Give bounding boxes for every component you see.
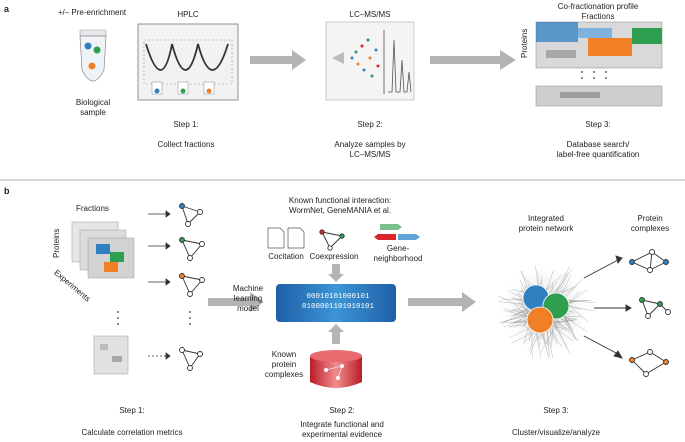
gene-neighborhood-icon (374, 224, 420, 240)
hplc-column-icon (137, 23, 239, 101)
fractions-label-b: Fractions (76, 204, 109, 213)
correlation-arrows (148, 210, 171, 360)
panel-b-arrows (208, 292, 476, 312)
gene-neighborhood-label: Gene- neighborhood (373, 244, 423, 263)
step3-desc-b: Cluster/visualize/analyze (511, 428, 601, 437)
protein-complex-networks (629, 249, 671, 377)
step2-desc-b: Integrate functional and experimental ev… (300, 420, 384, 439)
coexpression-label: Coexpression (309, 252, 359, 261)
sample-tube-icon (79, 29, 107, 82)
ml-model-label: Machine learning model (232, 284, 264, 313)
protein-complexes-label: Protein complexes (630, 214, 670, 233)
step1-desc-b: Calculate correlation metrics (81, 428, 183, 437)
ml-model-box (276, 284, 396, 322)
lcms-spectrum-icon (325, 21, 415, 101)
step3-title-a: Step 3: (585, 120, 611, 129)
integrated-network-hairball (496, 260, 596, 360)
biological-sample-label: Biological sample (75, 98, 111, 117)
cofractionation-heatmap (535, 21, 663, 107)
binary-code-text: 00010101000101 0100001101010101 (301, 293, 375, 311)
integrated-network-label: Integrated protein network (518, 214, 574, 233)
coexpression-icon (319, 229, 345, 251)
ellipsis-dots (117, 311, 191, 325)
evidence-arrows (328, 264, 344, 344)
proteins-axis-label-b: Proteins (52, 228, 61, 258)
known-complexes-database-icon (310, 350, 362, 388)
cocitation-document-icons (267, 227, 305, 249)
panel-a-label: a (4, 4, 10, 14)
step3-desc-a: Database search/ label-free quantificati… (556, 140, 640, 159)
network-edge (547, 274, 562, 297)
known-interaction-title: Known functional interaction: WormNet, G… (288, 196, 392, 215)
step1-desc-a: Collect fractions (157, 140, 215, 149)
step2-title-a: Step 2: (357, 120, 383, 129)
hplc-label: HPLC (177, 10, 199, 19)
proteins-axis-label: Proteins (520, 28, 529, 58)
step2-title-b: Step 2: (329, 406, 355, 415)
step3-title-b: Step 3: (543, 406, 569, 415)
panel-a-arrows (250, 50, 516, 70)
known-complexes-label: Known protein complexes (264, 350, 304, 379)
network-edge (553, 320, 560, 326)
lcms-label: LC–MS/MS (349, 10, 391, 19)
fractions-label: Fractions (581, 12, 615, 21)
cofractionation-title: Co-fractionation profile (557, 2, 639, 11)
complex-arrows (583, 255, 632, 359)
step2-desc-a: Analyze samples by LC–MS/MS (334, 140, 406, 159)
panel-b-label: b (4, 186, 10, 196)
step1-title-a: Step 1: (173, 120, 199, 129)
correlation-networks (179, 203, 205, 371)
network-edge (548, 323, 574, 342)
pre-enrichment-label: +/– Pre-enrichment (57, 8, 127, 17)
cocitation-label: Cocitation (268, 252, 304, 261)
step1-title-b: Step 1: (119, 406, 145, 415)
experiment-matrix-stack (71, 221, 135, 375)
